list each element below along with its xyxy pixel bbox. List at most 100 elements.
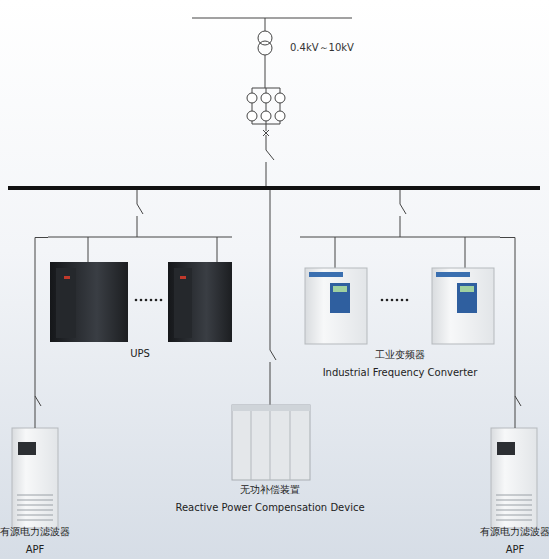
converter-keypad [457, 283, 477, 313]
wire [266, 162, 267, 188]
dot [140, 299, 143, 302]
switch-symbol [270, 350, 276, 360]
vent [17, 520, 53, 521]
fuse-symbol [247, 111, 257, 121]
dot [401, 299, 404, 302]
converter-display [333, 286, 347, 292]
fuse-symbol [261, 111, 271, 121]
wire [400, 190, 401, 204]
wire [137, 190, 138, 204]
ups-cabinet [50, 262, 128, 342]
device-node: 有源电力滤波器APF [479, 428, 549, 559]
fuse-symbol [275, 111, 285, 121]
device-label: 有源电力滤波器 [0, 523, 70, 541]
panel-divider [290, 411, 291, 480]
vent [17, 505, 53, 506]
apf-vents [17, 495, 53, 520]
dot [155, 299, 158, 302]
dot [160, 299, 163, 302]
device-label: 有源电力滤波器 [480, 523, 549, 541]
wire [217, 237, 218, 262]
vent [17, 495, 53, 496]
supply-wiring [35, 18, 521, 406]
wire [266, 124, 267, 131]
vent [496, 515, 532, 516]
dot [386, 299, 389, 302]
device-label: UPS [130, 345, 150, 363]
wire [465, 237, 466, 268]
converter-cabinet [432, 268, 494, 344]
wire [270, 190, 271, 350]
feeder-line [48, 237, 232, 238]
device-label: 工业变频器 [375, 346, 425, 364]
vent [17, 510, 53, 511]
device-label: APF [26, 541, 45, 559]
fuse-symbol [261, 93, 271, 103]
device-label: APF [506, 541, 525, 559]
wire [88, 237, 89, 262]
vent [17, 500, 53, 501]
device-label: 无功补偿装置 [240, 481, 300, 499]
cabinet-top [232, 405, 310, 411]
wire [137, 216, 138, 237]
ellipsis-dots [381, 299, 409, 302]
panel-divider [270, 411, 271, 480]
wire [265, 55, 266, 88]
switch-symbol [266, 150, 274, 160]
device-label: Industrial Frequency Converter [323, 364, 478, 382]
vent [496, 510, 532, 511]
hv-line [192, 18, 352, 19]
apf-cabinet [12, 428, 58, 528]
wire [266, 135, 267, 150]
device-node: 工业变频器Industrial Frequency Converter [300, 237, 500, 382]
vent [496, 500, 532, 501]
device-node: 无功补偿装置Reactive Power Compensation Device [170, 405, 370, 517]
converter-display [460, 286, 474, 292]
feeder-connector [35, 238, 48, 429]
converter-logo [309, 272, 343, 277]
vent [17, 515, 53, 516]
ups-cabinet [168, 262, 232, 342]
vent [496, 505, 532, 506]
feeder-line [300, 237, 500, 238]
apf-cabinet [491, 428, 537, 528]
switch-symbol [137, 204, 143, 214]
fuse-symbol [275, 93, 285, 103]
voltage-label: 0.4kV～10kV [290, 41, 354, 55]
compensation-cabinet [232, 405, 310, 480]
vent [496, 495, 532, 496]
wire [265, 18, 266, 31]
dot [135, 299, 138, 302]
switch-symbol [515, 396, 521, 406]
ups-indicator [64, 276, 70, 279]
converter-keypad [330, 283, 350, 313]
feeder-connector [500, 238, 515, 429]
converter-units [305, 268, 494, 344]
dot [406, 299, 409, 302]
dot [391, 299, 394, 302]
apf-vents [496, 495, 532, 520]
wire [335, 237, 336, 268]
wire [270, 362, 271, 405]
cabinet-body [232, 405, 310, 480]
converter-logo [436, 272, 470, 277]
apf-cabinets [12, 428, 537, 528]
dot [150, 299, 153, 302]
apf-screen [497, 442, 515, 455]
device-node: 有源电力滤波器APF [0, 428, 70, 559]
ups-indicator [180, 276, 186, 279]
ellipsis-dots [135, 299, 163, 302]
vent [496, 520, 532, 521]
dot [145, 299, 148, 302]
panel-divider [251, 411, 252, 480]
ups-units [50, 262, 232, 342]
device-label: Reactive Power Compensation Device [175, 499, 364, 517]
dot [396, 299, 399, 302]
converter-cabinet [305, 268, 367, 344]
switch-symbol [400, 204, 406, 214]
busbar [8, 186, 540, 190]
wire [400, 216, 401, 237]
